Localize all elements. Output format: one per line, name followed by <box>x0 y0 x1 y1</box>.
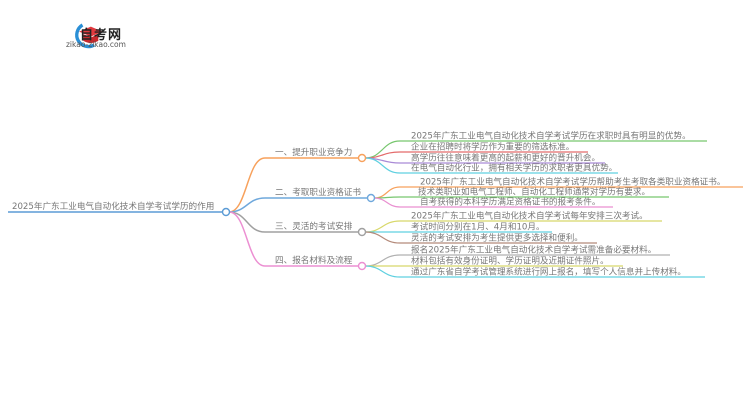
logo-url: zikao-zikao.com <box>66 40 126 49</box>
leaf-label: 2025年广东工业电气自动化技术自学考试学历帮助考生考取各类职业资格证书。 <box>420 176 725 188</box>
leaf-connector <box>364 254 401 267</box>
leaf-label: 自考获得的本科学历满足资格证书的报考条件。 <box>420 196 600 208</box>
leaf-label: 灵活的考试安排为考生提供更多选择和便利。 <box>411 232 583 244</box>
leaf-connector <box>373 186 401 199</box>
leaf-connector <box>364 231 401 244</box>
branch-connector <box>228 197 266 213</box>
branch-label: 一、提升职业竞争力 <box>275 146 352 158</box>
branch-node-circle <box>366 193 376 203</box>
leaf-connector <box>364 157 401 174</box>
logo-title: 自考网 <box>80 28 123 43</box>
leaf-label: 2025年广东工业电气自动化技术自学考试每年安排三次考试。 <box>411 210 648 222</box>
leaf-label: 通过广东省自学考试管理系统进行网上报名，填写个人信息并上传材料。 <box>411 266 686 278</box>
leaf-label: 考试时间分别在1月、4月和10月。 <box>411 221 545 233</box>
branch-node-circle <box>357 227 367 237</box>
leaf-label: 企业在招聘时将学历作为重要的筛选标准。 <box>411 141 574 153</box>
leaf-connector <box>364 265 401 278</box>
branch-node-circle <box>357 261 367 271</box>
root-node-circle <box>221 207 231 217</box>
branch-label: 三、灵活的考试安排 <box>275 220 353 232</box>
leaf-label: 高学历往往意味着更高的起薪和更好的晋升机会。 <box>411 152 600 164</box>
graduation-cap-logo-icon <box>75 23 103 49</box>
branch-connector <box>228 157 266 213</box>
root-label: 2025年广东工业电气自动化技术自学考试学历的作用 <box>12 200 214 212</box>
branch-connector <box>228 211 266 233</box>
leaf-connector <box>373 197 401 208</box>
leaf-label: 在电气自动化行业，拥有相关学历的求职者更具优势。 <box>411 162 617 174</box>
leaf-connector <box>364 220 401 233</box>
leaf-label: 报名2025年广东工业电气自动化技术自学考试需准备必要材料。 <box>411 244 656 256</box>
leaf-label: 技术类职业如电气工程师、自动化工程师通常对学历有要求。 <box>418 186 650 198</box>
branch-label: 四、报名材料及流程 <box>275 254 353 266</box>
leaf-label: 2025年广东工业电气自动化技术自学考试学历在求职时具有明显的优势。 <box>411 130 691 142</box>
branch-node-circle <box>357 153 367 163</box>
leaf-label: 材料包括有效身份证明、学历证明及近期证件照片。 <box>411 255 609 267</box>
branch-label: 二、考取职业资格证书 <box>275 186 361 198</box>
branch-connector <box>228 211 266 267</box>
